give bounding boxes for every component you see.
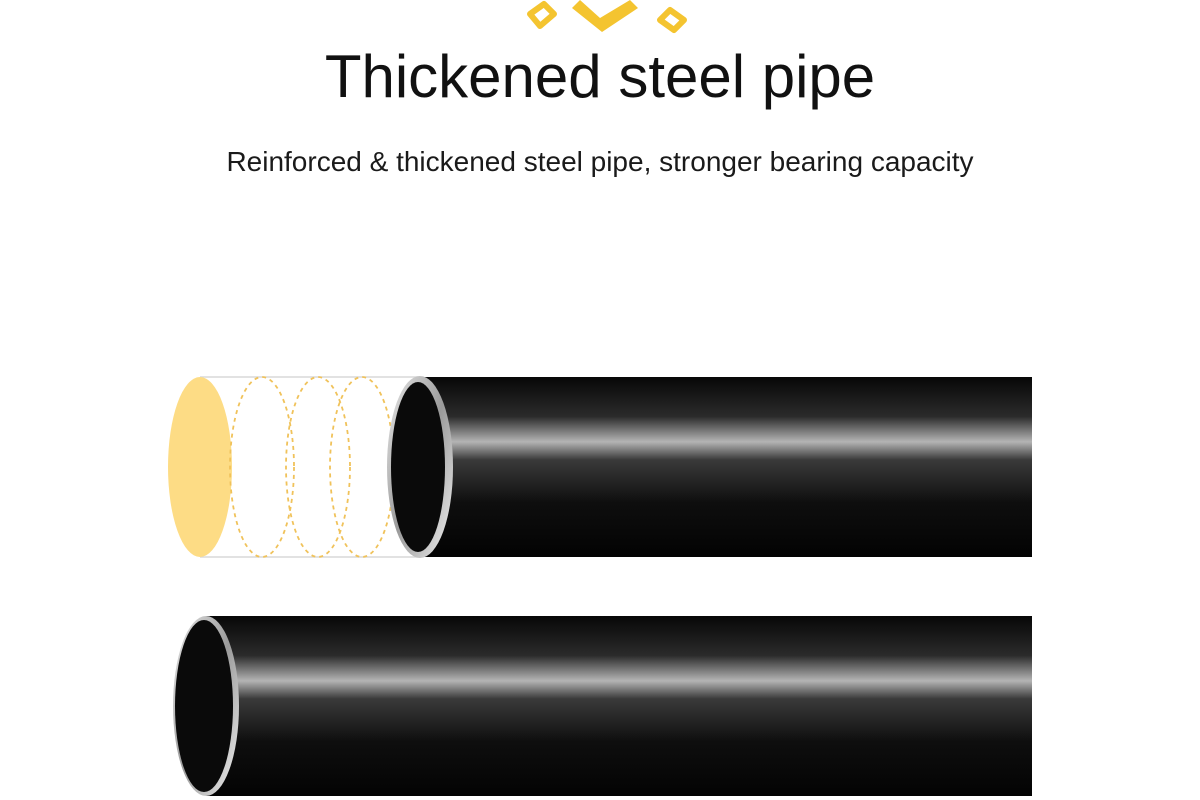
page-title: Thickened steel pipe <box>324 43 876 110</box>
thickened-pipe-icon <box>168 376 1032 558</box>
standard-pipe-icon <box>173 616 1032 796</box>
pipe-illustration <box>168 376 1032 796</box>
yellow-chain-links-icon <box>527 0 687 33</box>
page-subtitle: Reinforced & thickened steel pipe, stron… <box>226 146 974 177</box>
